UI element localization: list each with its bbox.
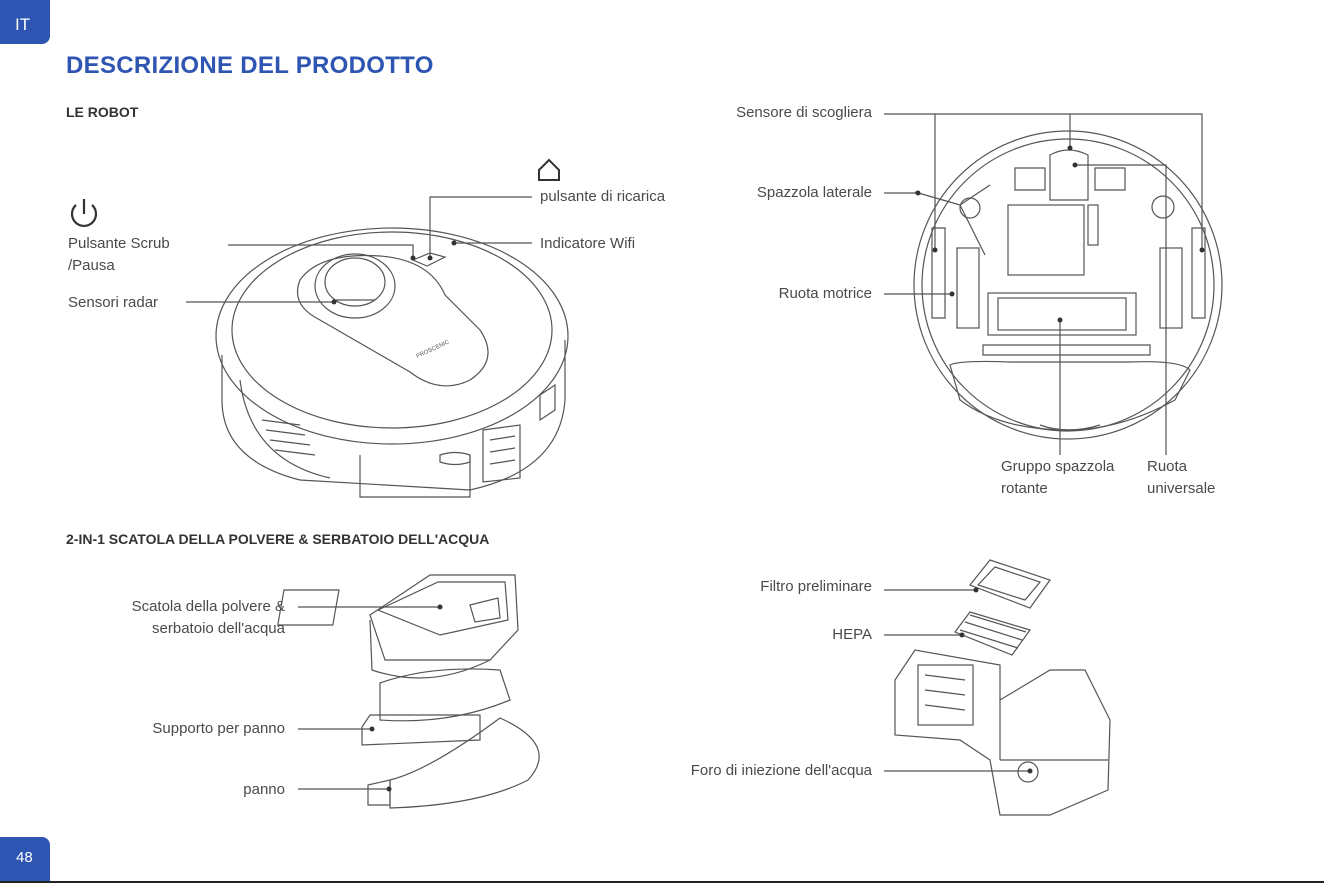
power-icon (70, 199, 98, 227)
label-mop-holder: Supporto per panno (152, 720, 285, 737)
label-side-brush: Spazzola laterale (756, 184, 872, 201)
label-dustbox-line1: Scatola della polvere & (131, 598, 285, 615)
page-title: DESCRIZIONE DEL PRODOTTO (66, 52, 434, 79)
label-scrub-pause: Pulsante Scrub /Pausa (68, 233, 170, 277)
language-tab: IT (0, 0, 50, 44)
brand-mark: PROSCENIC (416, 339, 451, 360)
dustbox-illustration (277, 574, 540, 809)
home-icon (538, 158, 560, 181)
label-scrub-pause-line1: Pulsante Scrub (68, 235, 170, 252)
label-scrub-pause-line2: /Pausa (68, 257, 115, 274)
leader-dots (331, 145, 1205, 792)
label-radar-sensors: Sensori radar (68, 294, 159, 311)
label-rolling-brush: Gruppo spazzola rotante (1001, 456, 1114, 500)
robot-top-illustration (215, 227, 569, 498)
label-rolling-brush-line2: rotante (1001, 480, 1048, 497)
label-recharge-button: pulsante di ricarica (540, 188, 666, 205)
label-prefilter: Filtro preliminare (760, 578, 872, 595)
label-mop: panno (243, 781, 285, 798)
label-wifi-indicator: Indicatore Wifi (540, 235, 636, 252)
bottom-rule (0, 881, 1324, 883)
page-number: 48 (0, 837, 50, 883)
label-drive-wheel: Ruota motrice (778, 285, 872, 302)
robot-section-heading: LE ROBOT (66, 104, 139, 120)
label-dustbox-line2: serbatoio dell'acqua (152, 620, 285, 637)
label-cliff-sensor: Sensore di scogliera (736, 104, 872, 121)
label-dustbox: Scatola della polvere & serbatoio dell'a… (90, 596, 285, 640)
label-universal-wheel-line2: universale (1147, 480, 1216, 497)
label-water-hole: Foro di iniezione dell'acqua (690, 762, 872, 779)
filter-dustbox-illustration (894, 559, 1111, 816)
label-hepa: HEPA (832, 626, 872, 643)
label-rolling-brush-line1: Gruppo spazzola (1001, 458, 1115, 475)
label-universal-wheel: Ruota universale (1147, 456, 1215, 500)
robot-bottom-illustration (913, 130, 1223, 440)
label-universal-wheel-line1: Ruota (1147, 458, 1188, 475)
dustbox-section-heading: 2-IN-1 SCATOLA DELLA POLVERE & SERBATOIO… (66, 531, 490, 547)
